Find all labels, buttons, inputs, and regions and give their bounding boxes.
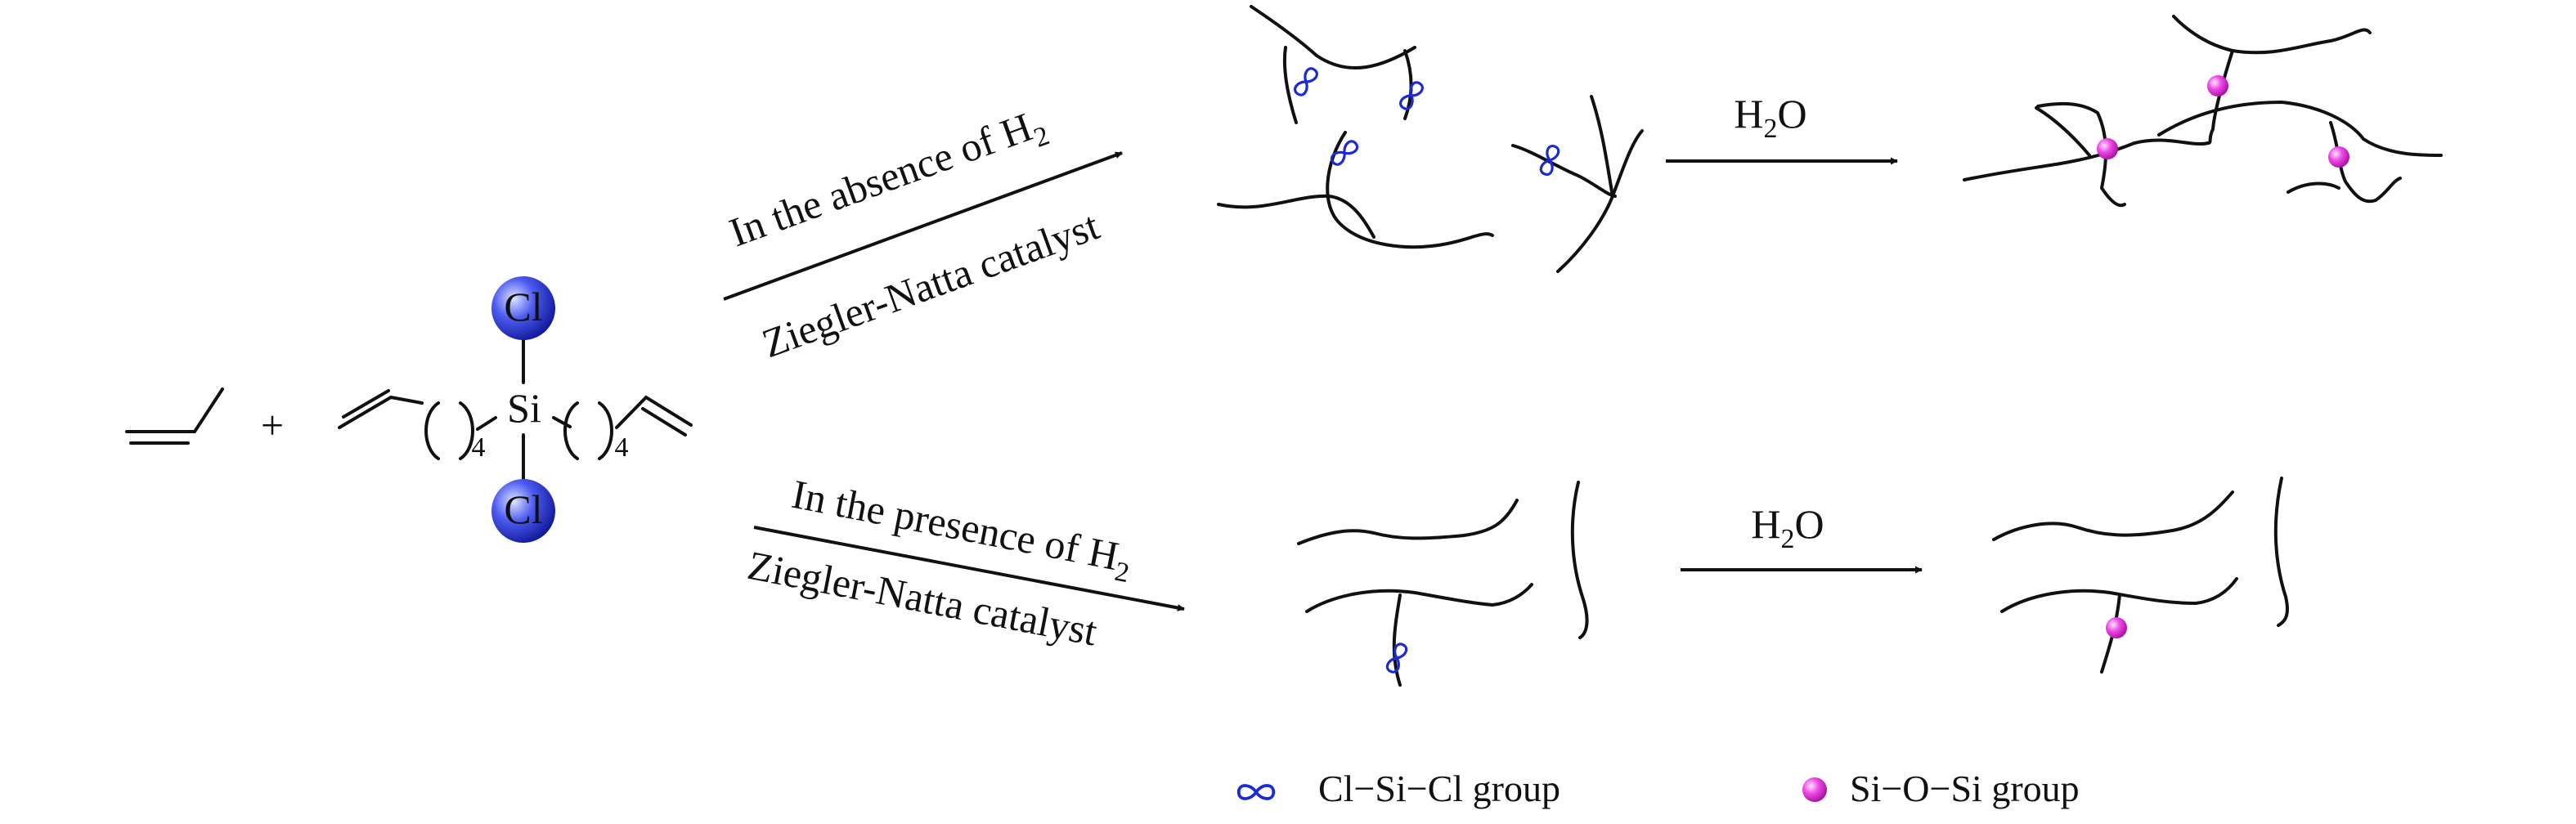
plus-sign: + — [261, 402, 284, 448]
upper-crosslinked-network — [1963, 15, 2443, 208]
siosi-ball-2 — [2207, 75, 2228, 96]
lower-reaction-arrow — [753, 526, 1185, 611]
silane-comonomer — [338, 335, 693, 484]
clsicl-marker-2 — [1397, 78, 1426, 113]
lower-intermediate-chains — [1297, 481, 1589, 687]
legend-siosi-icon — [1802, 777, 1827, 802]
svg-text:Cl: Cl — [504, 486, 542, 532]
siosi-ball-3 — [2328, 146, 2349, 168]
legend-clsicl-icon — [1236, 784, 1276, 800]
repeat-count-right: 4 — [615, 432, 629, 463]
legend-siosi-label: Si−O−Si group — [1850, 768, 2080, 809]
clsicl-marker-3 — [1328, 137, 1361, 168]
clsicl-marker-5 — [1384, 641, 1410, 675]
repeat-count-left: 4 — [472, 432, 486, 463]
upper-reaction-arrow — [723, 151, 1123, 301]
chlorine-atom-top: Cl — [491, 276, 555, 340]
lower-hydrolysis-reagent: H2O — [1751, 501, 1824, 554]
propylene-molecule — [125, 387, 224, 445]
legend: Cl−Si−Cl group Si−O−Si group — [1236, 768, 2080, 809]
siosi-ball-1 — [2097, 138, 2118, 159]
upper-intermediate-chains — [1217, 5, 1644, 273]
svg-text:Cl: Cl — [504, 284, 542, 329]
siosi-ball-4 — [2106, 617, 2127, 638]
clsicl-marker-4 — [1537, 143, 1562, 177]
legend-clsicl-label: Cl−Si−Cl group — [1318, 768, 1560, 809]
lower-product-chains — [1992, 477, 2289, 674]
chlorine-atom-bottom: Cl — [491, 479, 555, 543]
upper-hydrolysis-reagent: H2O — [1734, 91, 1806, 144]
silicon-atom: Si — [507, 385, 541, 431]
clsicl-marker-1 — [1291, 65, 1321, 99]
